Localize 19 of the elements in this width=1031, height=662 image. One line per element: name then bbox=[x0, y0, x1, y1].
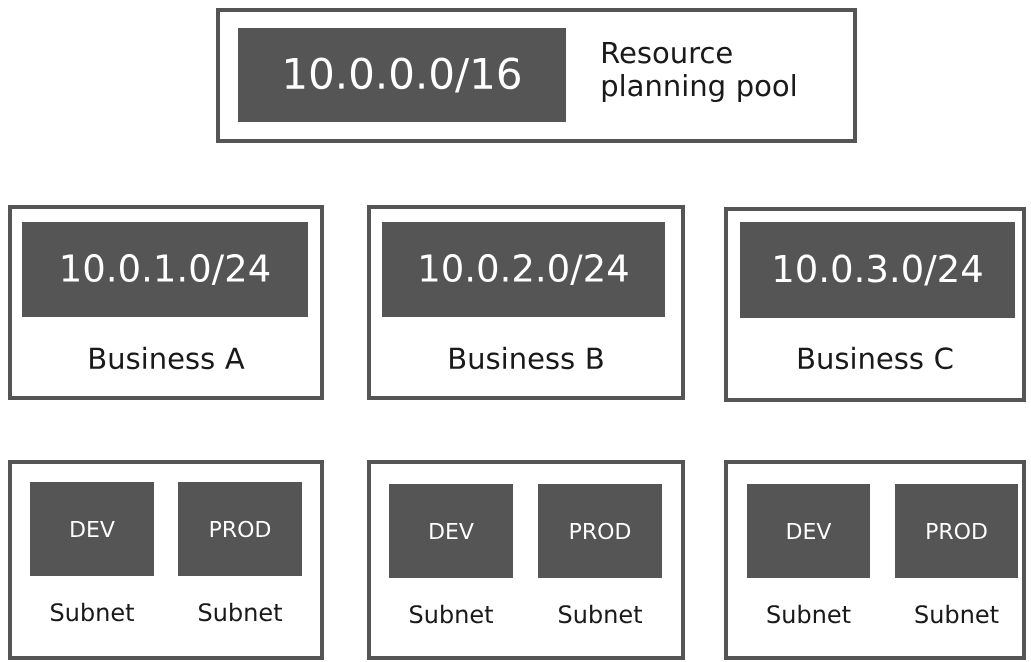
caption-text: Subnet bbox=[767, 604, 851, 624]
address-block: 10.0.2.0/24 bbox=[382, 222, 665, 317]
address-block: DEV bbox=[747, 484, 870, 578]
address-block: PROD bbox=[895, 484, 1018, 578]
group-box bbox=[8, 460, 324, 660]
address-block: 10.0.1.0/24 bbox=[22, 222, 308, 317]
address-block: 10.0.0.0/16 bbox=[238, 28, 566, 122]
caption-text: Subnet bbox=[410, 604, 493, 624]
address-block: DEV bbox=[389, 484, 513, 578]
caption-text: Subnet bbox=[199, 602, 282, 622]
address-block: PROD bbox=[178, 482, 302, 576]
caption-text: Subnet bbox=[51, 602, 134, 622]
address-block: PROD bbox=[538, 484, 662, 578]
group-box bbox=[367, 460, 685, 660]
address-block: 10.0.3.0/24 bbox=[740, 222, 1015, 318]
caption-text: Subnet bbox=[559, 604, 642, 624]
caption-text: Subnet bbox=[915, 604, 999, 624]
address-block: DEV bbox=[30, 482, 154, 576]
group-box bbox=[724, 460, 1026, 660]
